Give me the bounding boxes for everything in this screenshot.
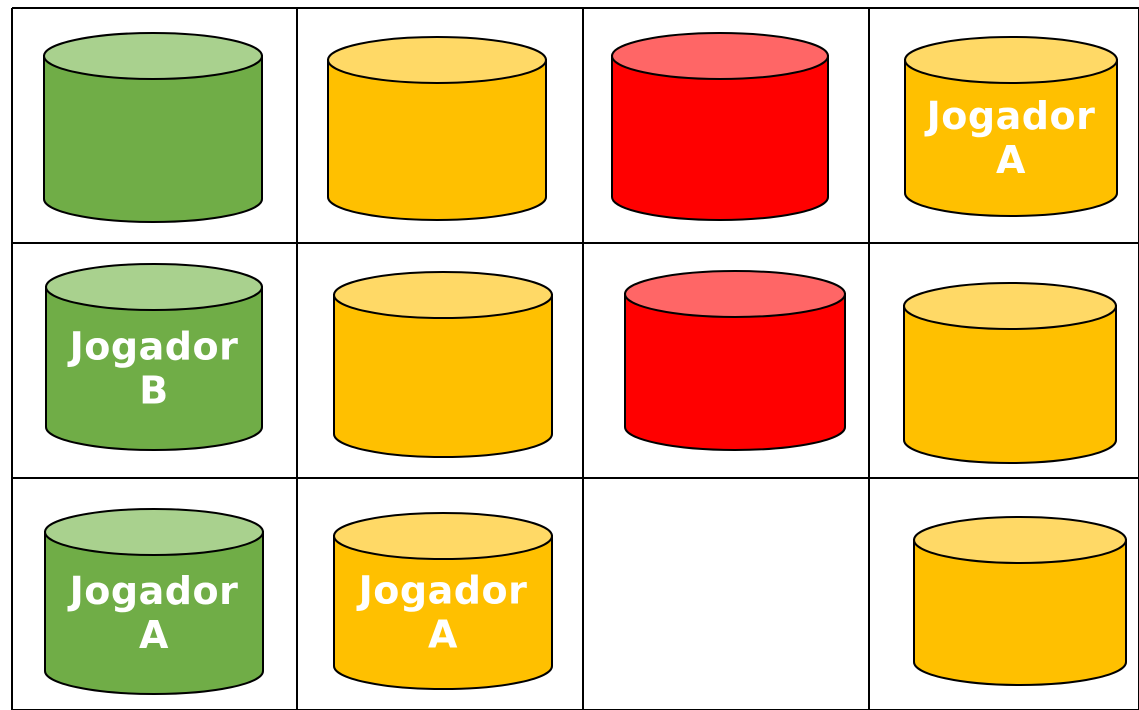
board-cell-r2-c2[interactable]	[333, 271, 553, 458]
grid-lines	[11, 7, 1139, 710]
cylinder-top	[333, 512, 553, 560]
cylinder-top	[903, 282, 1117, 330]
board-cell-r1-c1[interactable]	[43, 32, 263, 223]
cylinder-top	[333, 271, 553, 319]
player-label-word: Jogador	[356, 569, 528, 613]
cylinder-body	[913, 539, 1127, 686]
cylinder-body	[333, 294, 553, 458]
yellow-cylinder-piece[interactable]	[903, 282, 1117, 464]
player-label-word: Jogador	[67, 569, 239, 613]
cylinder-top	[43, 32, 263, 80]
cylinder-body	[45, 286, 263, 451]
yellow-cylinder-piece[interactable]	[913, 516, 1127, 686]
board-cell-r1-c2[interactable]	[327, 36, 547, 221]
yellow-cylinder-piece[interactable]	[333, 271, 553, 458]
cylinder-top	[913, 516, 1127, 564]
cylinder-top	[624, 270, 846, 318]
player-label-letter: A	[428, 613, 458, 657]
player-label-word: Jogador	[67, 325, 239, 369]
cylinder-top	[327, 36, 547, 84]
cylinder-body	[904, 59, 1118, 217]
green-cylinder-piece[interactable]	[43, 32, 263, 223]
cylinder-body	[624, 293, 846, 451]
player-label-letter: A	[139, 613, 169, 657]
player-label-word: Jogador	[924, 94, 1096, 138]
cylinder-body	[611, 55, 829, 221]
player-label-letter: B	[139, 369, 168, 413]
cylinder-top	[904, 36, 1118, 84]
board-cell-r1-c3[interactable]	[611, 32, 829, 221]
player-label-letter: A	[996, 138, 1026, 182]
red-cylinder-piece[interactable]	[624, 270, 846, 451]
cylinder-top	[611, 32, 829, 80]
cylinder-top	[45, 263, 263, 311]
board-cell-r2-c4[interactable]	[903, 282, 1117, 464]
cylinder-top	[44, 508, 264, 556]
board-cell-r2-c3[interactable]	[624, 270, 846, 451]
cylinder-body	[43, 55, 263, 223]
cylinder-body	[903, 305, 1117, 464]
cylinder-body	[327, 59, 547, 221]
yellow-cylinder-piece[interactable]	[327, 36, 547, 221]
red-cylinder-piece[interactable]	[611, 32, 829, 221]
board-cell-r3-c4[interactable]	[913, 516, 1127, 686]
cylinder-body	[333, 535, 553, 690]
cylinder-body	[44, 531, 264, 695]
